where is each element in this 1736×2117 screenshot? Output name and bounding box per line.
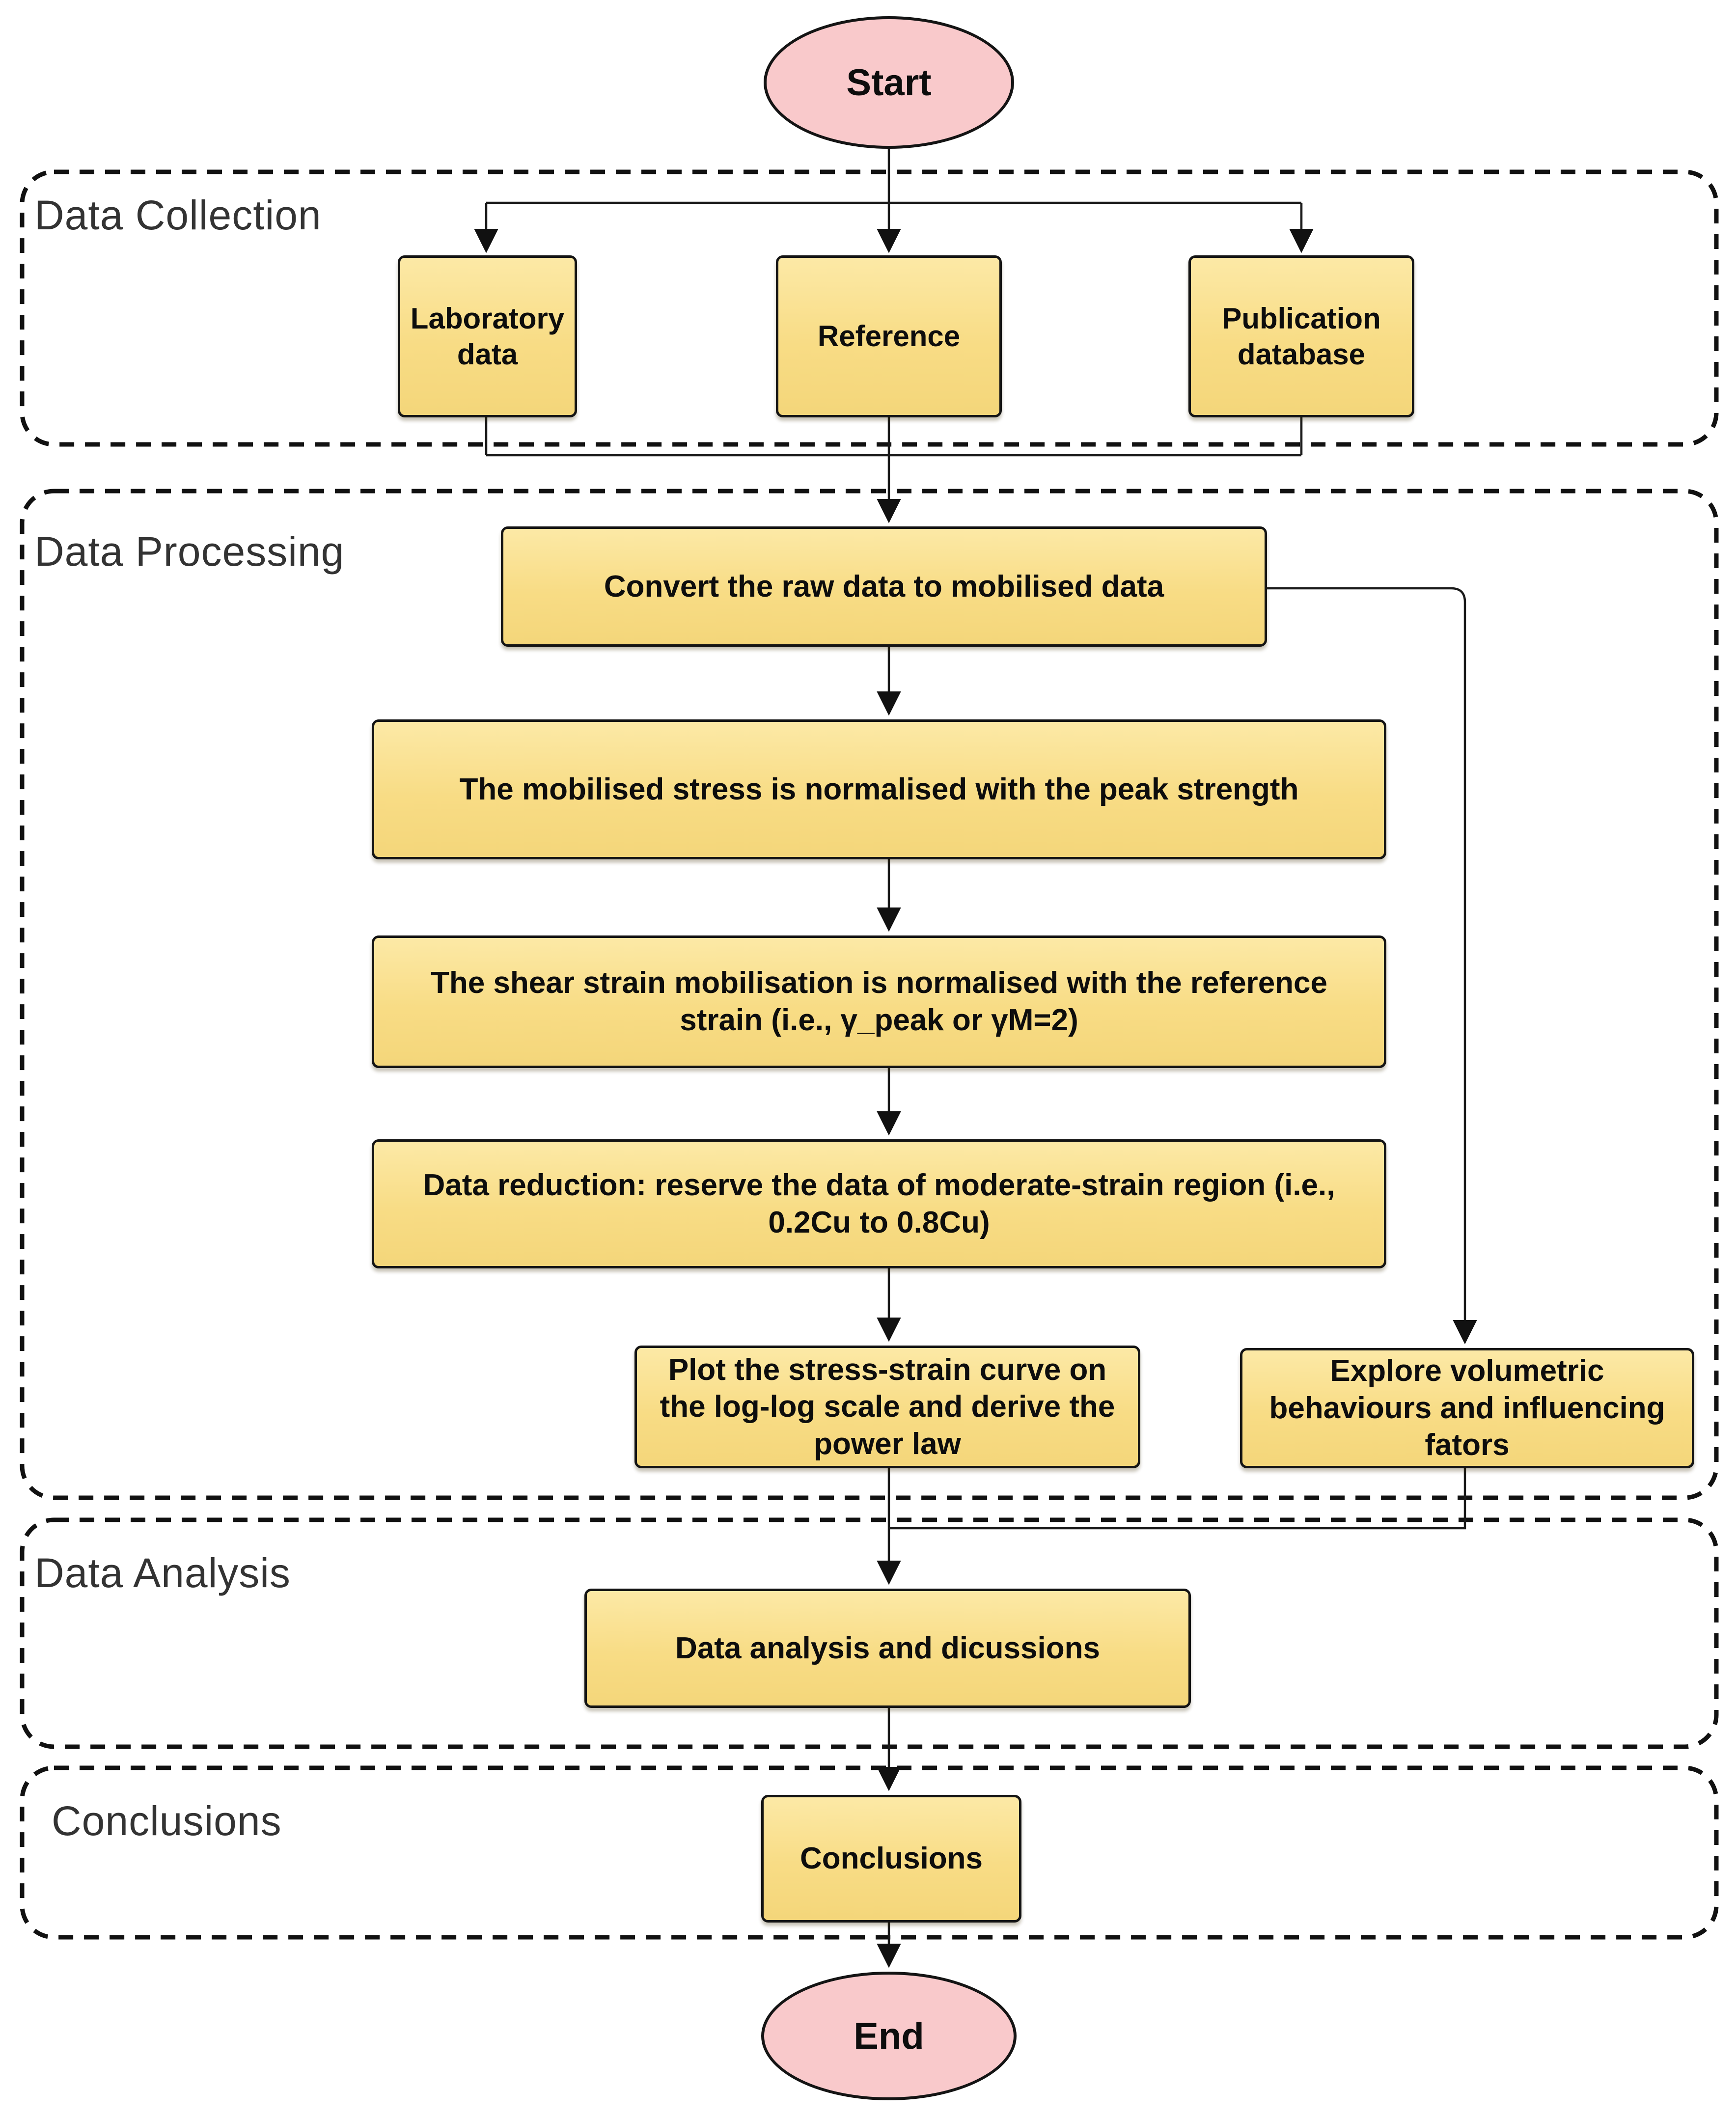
section-label-data-collection: Data Collection [34,192,322,238]
node-data-reduction: Data reduction: reserve the data of mode… [372,1139,1386,1268]
node-laboratory-data: Laboratory data [398,255,577,417]
section-label-conclusions: Conclusions [52,1798,282,1844]
node-explore-volumetric: Explore volumetric behaviours and influe… [1240,1348,1694,1468]
node-normalise-strain: The shear strain mobilisation is normali… [372,935,1386,1068]
connector-convert-explore [1267,587,1477,1345]
section-frames [20,169,1719,1940]
end-terminal: End [761,1972,1017,2100]
connector-explore-merge [889,1468,1466,1530]
node-conclusions: Conclusions [761,1795,1021,1923]
section-label-data-analysis: Data Analysis [34,1550,291,1596]
section-frame-data-analysis [20,1517,1719,1749]
node-convert-raw-data: Convert the raw data to mobilised data [501,526,1267,647]
section-frame-data-processing [20,489,1719,1500]
node-normalise-stress: The mobilised stress is normalised with … [372,719,1386,859]
node-plot-curve: Plot the stress-strain curve on the log-… [634,1346,1140,1468]
flow-lines [474,147,1477,1968]
start-terminal: Start [764,16,1014,149]
node-publication-database: Publication database [1188,255,1414,417]
node-data-analysis: Data analysis and dicussions [584,1589,1191,1708]
node-reference: Reference [776,255,1002,417]
section-label-data-processing: Data Processing [34,528,345,575]
